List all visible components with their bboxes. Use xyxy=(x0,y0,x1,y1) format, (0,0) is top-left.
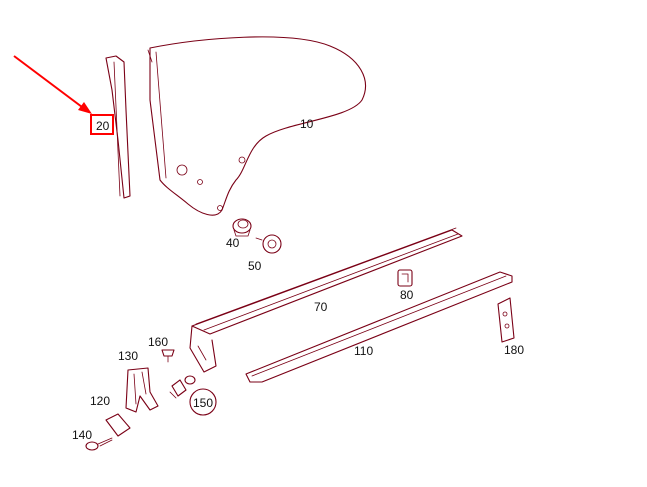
lower-seal-part-110[interactable] xyxy=(245,271,513,383)
label-50: 50 xyxy=(248,259,262,273)
grommet-part-40[interactable] xyxy=(232,218,252,237)
label-10: 10 xyxy=(300,117,314,131)
window-glass-part-10[interactable] xyxy=(147,36,366,216)
label-20: 20 xyxy=(96,119,110,133)
label-130: 130 xyxy=(118,349,138,363)
plate-part-120[interactable] xyxy=(105,413,131,437)
highlight-arrow-icon xyxy=(13,55,92,114)
bracket-part-180[interactable] xyxy=(497,297,515,343)
seal-strip-part-70[interactable] xyxy=(189,227,463,373)
clip-part-150[interactable] xyxy=(169,375,217,416)
clip-part-50[interactable] xyxy=(255,234,282,254)
label-120: 120 xyxy=(90,394,110,408)
label-70: 70 xyxy=(314,300,328,314)
screw-part-140[interactable] xyxy=(85,437,113,451)
label-150: 150 xyxy=(193,396,213,410)
guide-bracket-part-130[interactable] xyxy=(125,367,159,413)
label-40: 40 xyxy=(226,236,240,250)
label-110: 110 xyxy=(354,344,373,358)
highlight-box-20 xyxy=(90,114,114,135)
label-180: 180 xyxy=(504,343,524,357)
label-80: 80 xyxy=(400,288,414,302)
clip-part-80[interactable] xyxy=(397,269,413,287)
screw-part-160[interactable] xyxy=(161,349,175,363)
guide-rail-part-20[interactable] xyxy=(105,55,131,199)
label-140: 140 xyxy=(72,428,92,442)
label-160: 160 xyxy=(148,335,168,349)
